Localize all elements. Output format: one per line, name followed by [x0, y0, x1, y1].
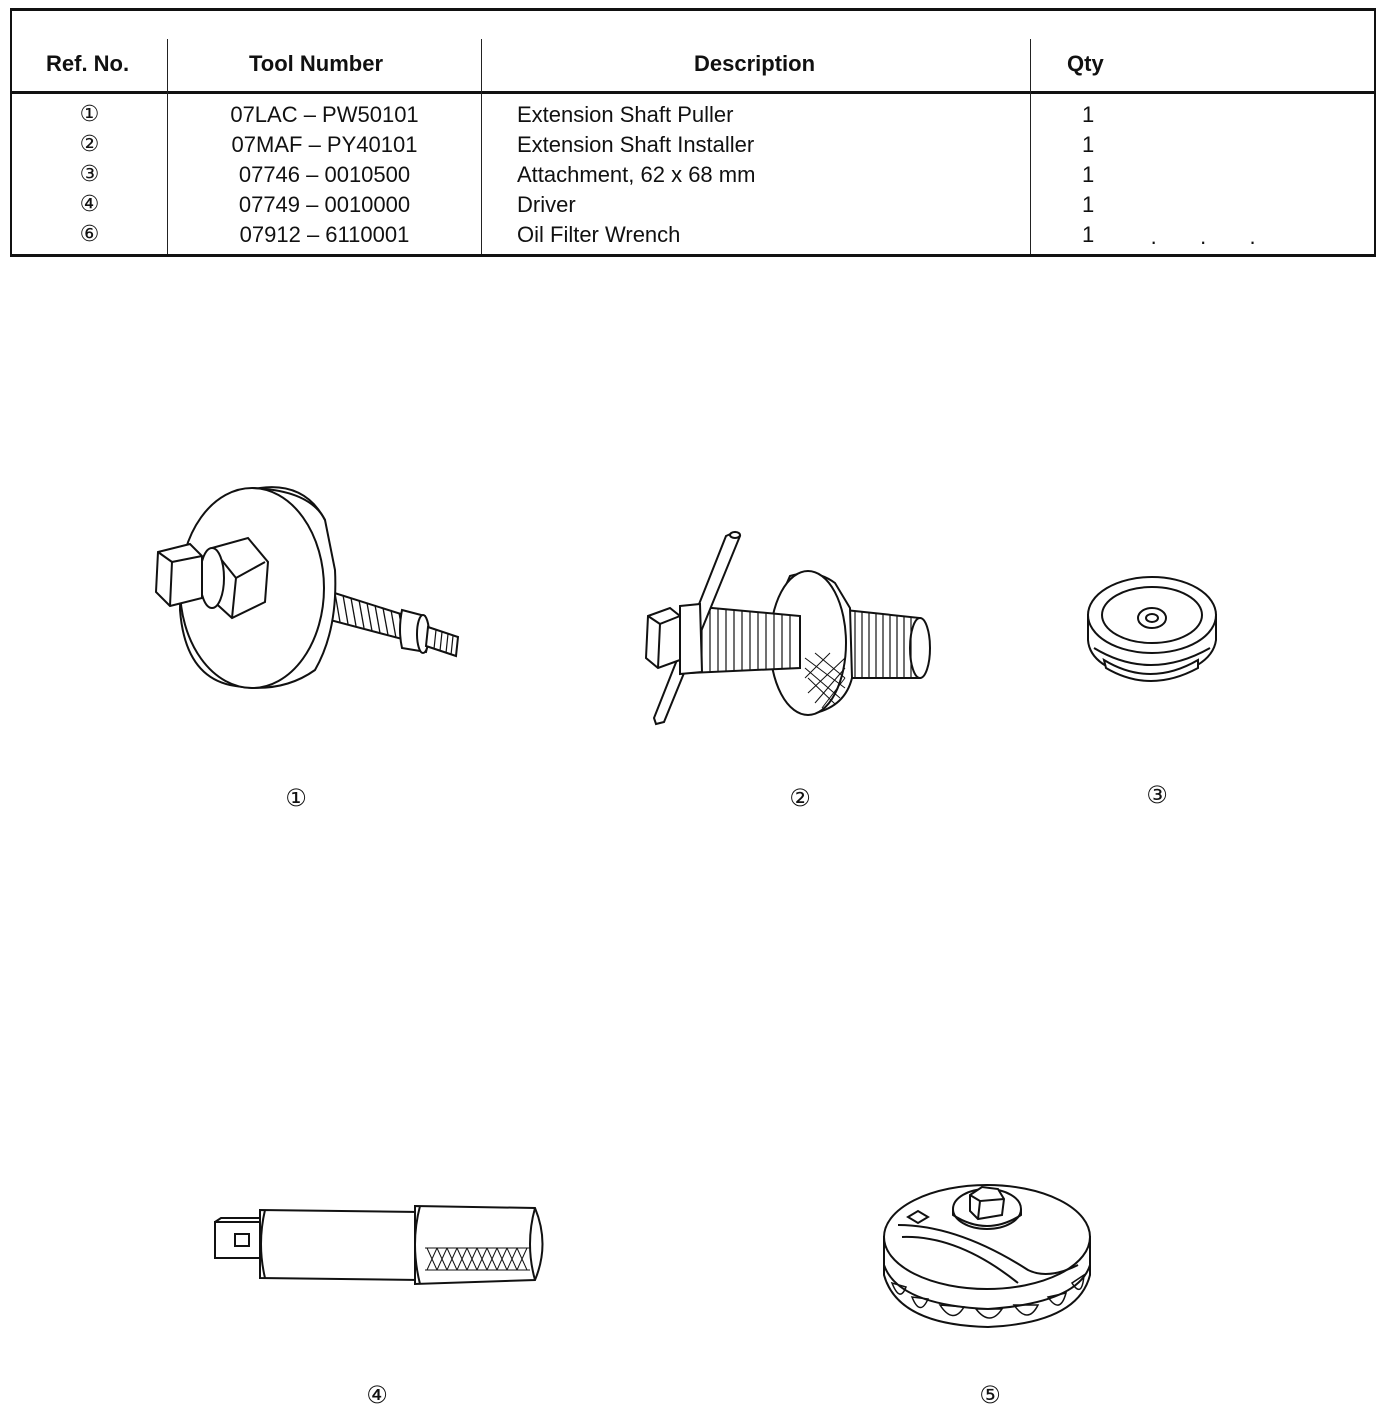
header-description: Description	[694, 51, 816, 76]
ref-number: ③	[79, 162, 100, 187]
extension-shaft-puller-drawing	[140, 480, 470, 700]
tool-qty: 1	[1082, 102, 1095, 127]
tool-number: 07LAC – PW50101	[230, 102, 419, 127]
driver-drawing	[205, 1200, 555, 1290]
header-tool-number: Tool Number	[249, 51, 384, 76]
tool-qty: 1	[1082, 192, 1095, 217]
ref-number: ⑥	[79, 222, 100, 247]
tool-description: Oil Filter Wrench	[517, 222, 681, 247]
table-row: ③ 07746 – 0010500 Attachment, 62 x 68 mm…	[12, 160, 1374, 190]
tool-description: Extension Shaft Installer	[517, 132, 755, 157]
tool-description: Driver	[517, 192, 576, 217]
ref-number: ④	[79, 192, 100, 217]
figure-label: ①	[285, 784, 307, 812]
table-row: ④ 07749 – 0010000 Driver 1	[12, 190, 1374, 220]
figure-label: ②	[789, 784, 811, 812]
column-divider	[1030, 39, 1031, 254]
column-divider	[167, 39, 168, 254]
table-row: ② 07MAF – PY40101 Extension Shaft Instal…	[12, 130, 1374, 160]
tool-number: 07912 – 6110001	[239, 222, 410, 247]
tool-description: Attachment, 62 x 68 mm	[517, 162, 756, 187]
oil-filter-wrench-drawing	[878, 1175, 1098, 1335]
table-row: ⑥ 07912 – 6110001 Oil Filter Wrench 1	[12, 220, 1374, 250]
header-qty: Qty	[1067, 51, 1104, 76]
ref-number: ①	[79, 102, 100, 127]
special-tools-table: Ref. No. Tool Number Description Qty ① 0…	[10, 8, 1376, 257]
tool-number: 07746 – 0010500	[238, 162, 411, 187]
tool-description: Extension Shaft Puller	[517, 102, 734, 127]
stray-dots: · · ·	[1150, 229, 1275, 254]
table-row: ① 07LAC – PW50101 Extension Shaft Puller…	[12, 100, 1374, 130]
attachment-drawing	[1080, 570, 1225, 690]
tool-qty: 1	[1082, 222, 1095, 247]
tool-number: 07749 – 0010000	[238, 192, 411, 217]
tool-number: 07MAF – PY40101	[231, 132, 418, 157]
figure-label: ⑤	[979, 1381, 1001, 1409]
table-header: Ref. No. Tool Number Description Qty	[12, 11, 1374, 94]
figure-label: ④	[366, 1381, 388, 1409]
column-divider	[481, 39, 482, 254]
header-ref-no: Ref. No.	[46, 51, 130, 76]
tool-qty: 1	[1082, 132, 1095, 157]
tool-qty: 1	[1082, 162, 1095, 187]
extension-shaft-installer-drawing	[640, 528, 940, 733]
ref-number: ②	[79, 132, 100, 157]
figure-label: ③	[1146, 781, 1168, 809]
